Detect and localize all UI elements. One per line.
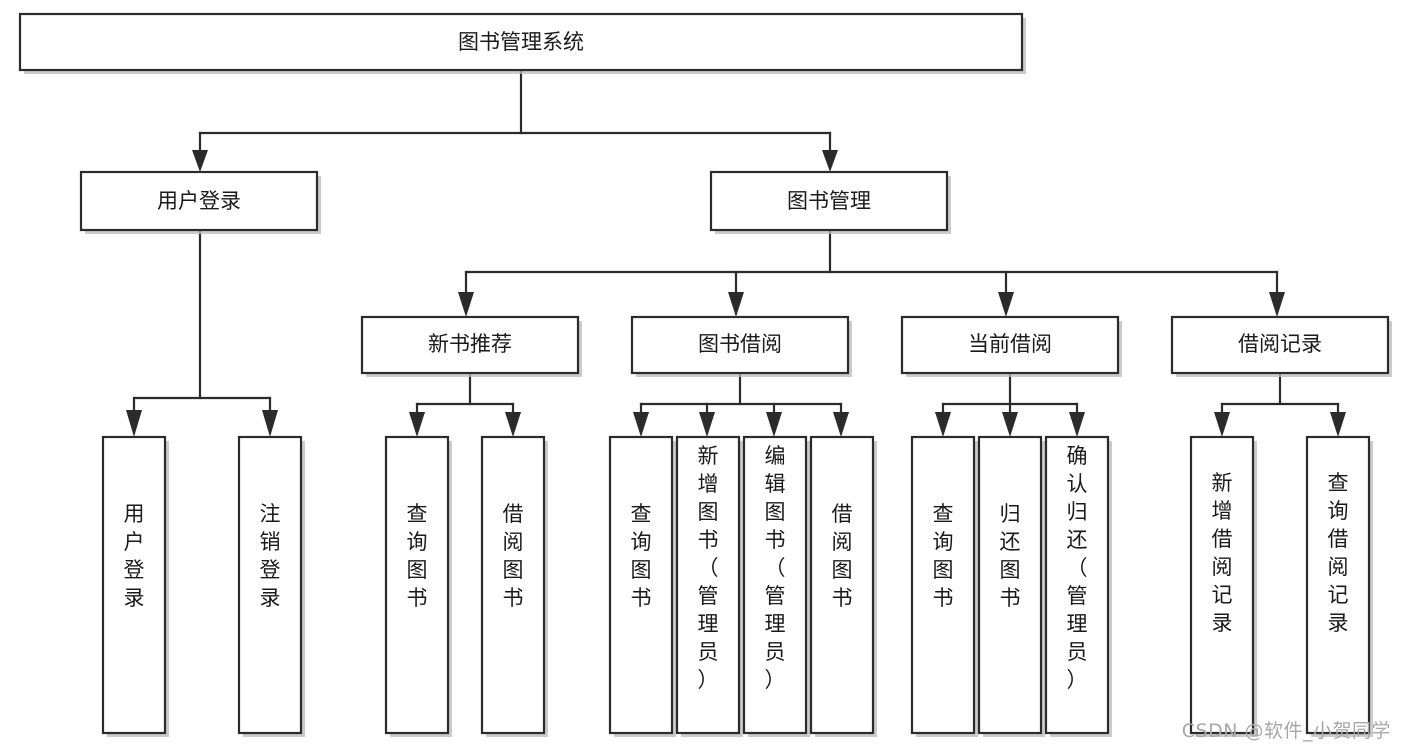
leaf-borrow-lend-box[interactable] (809, 435, 875, 735)
new-book-recommend-box[interactable] (360, 315, 580, 375)
node-leaf-cur-query[interactable]: 查询图书 (910, 435, 978, 737)
arrow-leaf-user-logout (262, 410, 278, 437)
arrow-leaf-user-login (126, 410, 142, 437)
root-label: 图书管理系统 (458, 30, 584, 54)
book-manage-label: 图书管理 (787, 189, 871, 213)
arrow-leaf-rec-add (1214, 412, 1230, 437)
node-book-borrow[interactable]: 图书借阅 (630, 315, 852, 377)
node-leaf-borrow-lend[interactable]: 借阅图书 (809, 435, 877, 737)
leaf-borrow-query-box[interactable] (608, 435, 674, 735)
arrow-book-manage (822, 150, 838, 172)
leaf-borrow-query-label: 查询图书 (631, 502, 652, 610)
borrow-record-label: 借阅记录 (1238, 332, 1322, 356)
arrow-borrow-record (1269, 292, 1285, 317)
leaf-cur-confirm-box[interactable] (1044, 435, 1110, 735)
node-leaf-rec-search[interactable]: 查询借阅记录 (1305, 435, 1373, 737)
leaf-rec-query-label: 查询图书 (407, 502, 428, 610)
leaf-rec-query-box[interactable] (384, 435, 450, 735)
book-borrow-box[interactable] (630, 315, 850, 375)
node-leaf-rec-add[interactable]: 新增借阅记录 (1189, 435, 1257, 737)
arrow-leaf-borrow-lend (833, 412, 849, 437)
arrow-leaf-borrow-query (633, 412, 649, 437)
borrow-record-box[interactable] (1170, 315, 1390, 375)
arrow-leaf-cur-query (935, 412, 951, 437)
node-current-borrow[interactable]: 当前借阅 (900, 315, 1122, 377)
arrow-leaf-rec-query (409, 412, 425, 437)
arrow-user-login (192, 150, 208, 172)
leaf-borrow-add-label: 新增图书（管理员） (698, 444, 719, 692)
node-user-login[interactable]: 用户登录 (79, 170, 321, 234)
arrow-leaf-rec-borrow (505, 412, 521, 437)
leaf-borrow-add-box[interactable] (675, 435, 741, 735)
leaf-cur-query-label: 查询图书 (933, 502, 954, 610)
leaf-rec-search-label: 查询借阅记录 (1328, 471, 1349, 635)
node-leaf-rec-borrow[interactable]: 借阅图书 (480, 435, 548, 737)
leaf-cur-confirm-label: 确认归还（管理员） (1067, 444, 1088, 692)
leaf-borrow-edit-box[interactable] (742, 435, 808, 735)
arrow-book-borrow (728, 292, 744, 317)
book-manage-box[interactable] (709, 170, 949, 232)
arrow-leaf-borrow-edit (766, 412, 782, 437)
current-borrow-label: 当前借阅 (968, 332, 1052, 356)
root-box[interactable] (18, 12, 1024, 72)
node-leaf-borrow-edit[interactable]: 编辑图书（管理员） (742, 435, 810, 737)
leaf-borrow-lend-label: 借阅图书 (832, 502, 853, 610)
node-root[interactable]: 图书管理系统 (18, 12, 1026, 74)
leaf-user-logout-label: 注销登录 (260, 502, 281, 610)
node-leaf-rec-query[interactable]: 查询图书 (384, 435, 452, 737)
arrow-leaf-cur-confirm (1069, 412, 1085, 437)
leaf-user-logout-box[interactable] (237, 435, 303, 735)
leaf-cur-return-label: 归还图书 (1000, 502, 1021, 610)
node-book-manage[interactable]: 图书管理 (709, 170, 951, 234)
leaf-user-login-box[interactable] (101, 435, 167, 735)
arrow-leaf-rec-search (1330, 412, 1346, 437)
arrow-leaf-borrow-add (699, 412, 715, 437)
leaf-rec-add-label: 新增借阅记录 (1212, 471, 1233, 635)
node-leaf-user-login[interactable]: 用户登录 (101, 435, 169, 737)
node-new-book-recommend[interactable]: 新书推荐 (360, 315, 582, 377)
connector-layer (126, 70, 1346, 437)
book-borrow-label: 图书借阅 (698, 332, 782, 356)
node-leaf-user-logout[interactable]: 注销登录 (237, 435, 305, 737)
leaf-user-login-label: 用户登录 (124, 502, 145, 610)
node-leaf-borrow-add[interactable]: 新增图书（管理员） (675, 435, 743, 737)
user-login-label: 用户登录 (157, 189, 241, 213)
node-borrow-record[interactable]: 借阅记录 (1170, 315, 1392, 377)
new-book-recommend-label: 新书推荐 (428, 332, 512, 356)
leaf-cur-query-box[interactable] (910, 435, 976, 735)
node-leaf-cur-return[interactable]: 归还图书 (977, 435, 1045, 737)
user-login-box[interactable] (79, 170, 319, 232)
arrow-leaf-cur-return (1002, 412, 1018, 437)
leaf-rec-borrow-label: 借阅图书 (503, 502, 524, 610)
arrow-current-borrow (998, 292, 1014, 317)
csdn-watermark: CSDN @软件_小贺同学 (1181, 720, 1391, 742)
leaf-rec-search-box[interactable] (1305, 435, 1371, 735)
current-borrow-box[interactable] (900, 315, 1120, 375)
leaf-cur-return-box[interactable] (977, 435, 1043, 735)
leaf-rec-borrow-box[interactable] (480, 435, 546, 735)
leaf-borrow-edit-label: 编辑图书（管理员） (765, 444, 786, 692)
leaf-rec-add-box[interactable] (1189, 435, 1255, 735)
arrow-new-book-recommend (458, 292, 474, 317)
node-leaf-borrow-query[interactable]: 查询图书 (608, 435, 676, 737)
node-leaf-cur-confirm[interactable]: 确认归还（管理员） (1044, 435, 1112, 737)
